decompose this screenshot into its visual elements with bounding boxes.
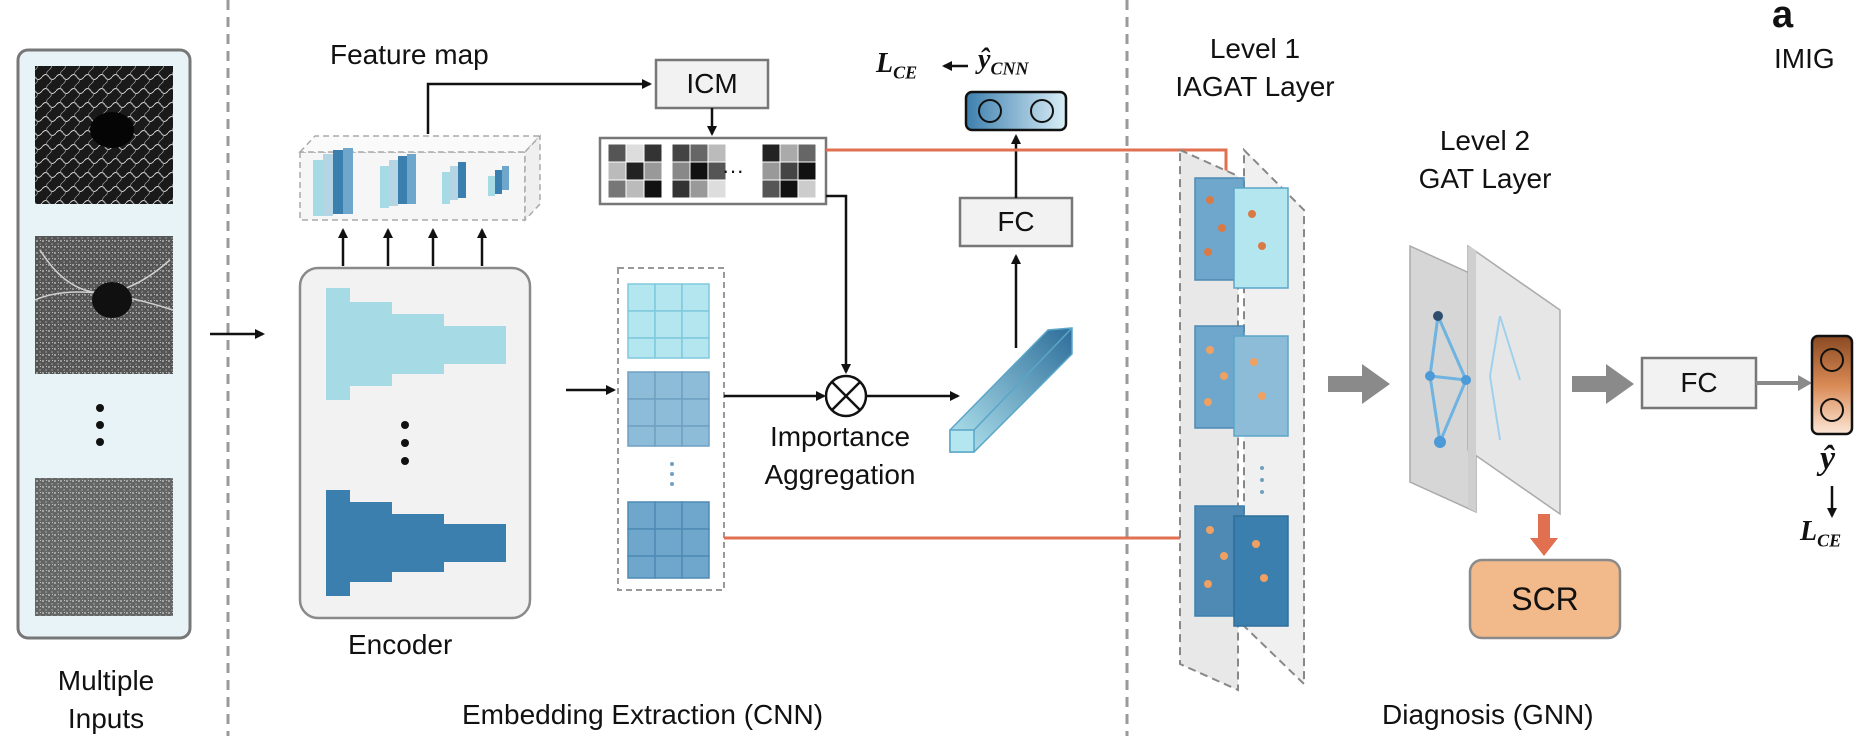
level1-node-3 <box>1194 505 1289 627</box>
flat-embedding <box>949 327 1073 453</box>
level1-node-2 <box>1194 325 1289 437</box>
y-cnn-label: ŷCNN <box>978 44 1029 79</box>
gray-arrow-2 <box>1572 364 1634 404</box>
matrix-2 <box>671 143 727 199</box>
arrow-fmap-icm <box>426 79 652 134</box>
encoder-top <box>326 288 506 400</box>
level2-planes <box>1409 244 1561 516</box>
embedding-top-cube <box>627 283 710 359</box>
encoder-dots <box>401 421 409 465</box>
section-cnn-label: Embedding Extraction (CNN) <box>462 699 824 730</box>
level1-dots <box>1260 466 1264 494</box>
embedding-stack-outline <box>617 267 725 591</box>
panel-name: IMIG <box>1774 43 1835 74</box>
scr-box <box>1468 558 1622 640</box>
loss-cnn-label: LCE <box>876 48 918 83</box>
icm-label: ICM <box>686 68 738 99</box>
fc-gnn-box <box>1640 356 1758 410</box>
red-arrow-icm-level1 <box>826 148 1233 188</box>
section-inputs-label: Multiple Inputs <box>57 665 155 734</box>
embedding-dots <box>670 462 674 486</box>
matrix-1 <box>607 143 663 199</box>
matrix-3 <box>761 143 817 199</box>
feature-map-box <box>298 134 542 222</box>
aggregation-operator <box>824 374 868 418</box>
level1-node-1 <box>1194 177 1289 289</box>
icm-ellipsis: ··· <box>722 158 744 183</box>
encoder-label: Encoder <box>348 629 453 660</box>
panel-letter: a <box>1772 0 1794 36</box>
embedding-mid-cube <box>627 371 710 447</box>
cnn-output-box <box>964 90 1068 132</box>
input-image-2 <box>34 236 174 374</box>
encoder-bottom <box>326 490 506 596</box>
feature-map-label: Feature map <box>330 39 489 70</box>
fc-gnn-label: FC <box>1680 367 1718 398</box>
input-dots <box>96 404 104 446</box>
final-output-box <box>1810 334 1854 436</box>
loss-final-label: LCE <box>1800 516 1842 551</box>
scr-label: SCR <box>1511 581 1579 617</box>
section-gnn-label: Diagnosis (GNN) <box>1382 699 1594 730</box>
gray-arrow-1 <box>1328 364 1390 404</box>
y-hat-label: ŷ <box>1820 440 1836 477</box>
input-image-1 <box>35 66 173 204</box>
level1-label: Level 1 IAGAT Layer <box>1175 33 1335 102</box>
feature-map-blocks <box>313 148 509 216</box>
input-image-3 <box>35 478 173 616</box>
icm-box <box>654 58 770 110</box>
level2-label: Level 2 GAT Layer <box>1418 125 1552 194</box>
fc-cnn-label: FC <box>997 206 1035 237</box>
importance-aggregation-label: Importance Aggregation <box>764 421 916 490</box>
embedding-bottom-cube <box>627 501 710 579</box>
